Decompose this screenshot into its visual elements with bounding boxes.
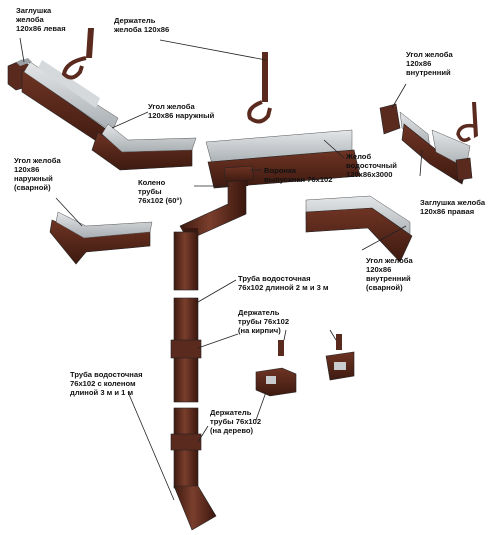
label-cap-right: Заглушка желоба 120x86 правая <box>420 198 486 216</box>
label-corner-ext-weld: Угол желоба 120x86 наружный (сварной) <box>14 156 61 192</box>
label-corner-int-weld: Угол желоба 120x86 внутренний (сварной) <box>366 256 413 292</box>
label-gutter: Желоб водосточный 120x86x3000 <box>346 152 397 179</box>
pipe-lower-part <box>170 407 217 531</box>
elbow-part <box>179 179 247 241</box>
holder-gutter-centre-part <box>247 52 272 124</box>
label-corner-ext: Угол желоба 120x86 наружный <box>148 102 215 120</box>
holder-gutter-right-part <box>456 102 478 142</box>
pipe-upper-part <box>173 231 199 291</box>
pipe-middle-part <box>170 297 202 403</box>
holder-gutter-left-part <box>61 28 94 80</box>
label-elbow: Колено трубы 76x102 (60°) <box>138 178 182 205</box>
label-pipe-elbow: Труба водосточная 76x102 с коленом длино… <box>70 370 143 397</box>
label-holder-brick: Держатель трубы 76x102 (на кирпич) <box>238 308 290 335</box>
corner-ext-weld-part <box>49 211 153 265</box>
corner-ext-part <box>91 123 197 171</box>
label-corner-int: Угол желоба 120x86 внутренний <box>406 50 453 77</box>
leader-lines <box>19 37 423 501</box>
holder-wood-part <box>255 367 297 397</box>
label-holder-wood: Держатель трубы 76x102 (на дерево) <box>210 408 262 435</box>
cap-right-part <box>455 157 473 181</box>
holder-brick-part <box>278 334 355 381</box>
corner-int-weld-part <box>305 195 413 263</box>
label-funnel: Воронка выпускная 76x102 <box>264 166 333 184</box>
corner-int-part <box>379 103 471 185</box>
label-pipe: Труба водосточная 76x102 длиной 2 м и 3 … <box>238 274 329 292</box>
label-cap-left: Заглушка желоба 120x86 левая <box>16 6 66 33</box>
label-holder-gutter: Держатель желоба 120x86 <box>114 16 170 34</box>
